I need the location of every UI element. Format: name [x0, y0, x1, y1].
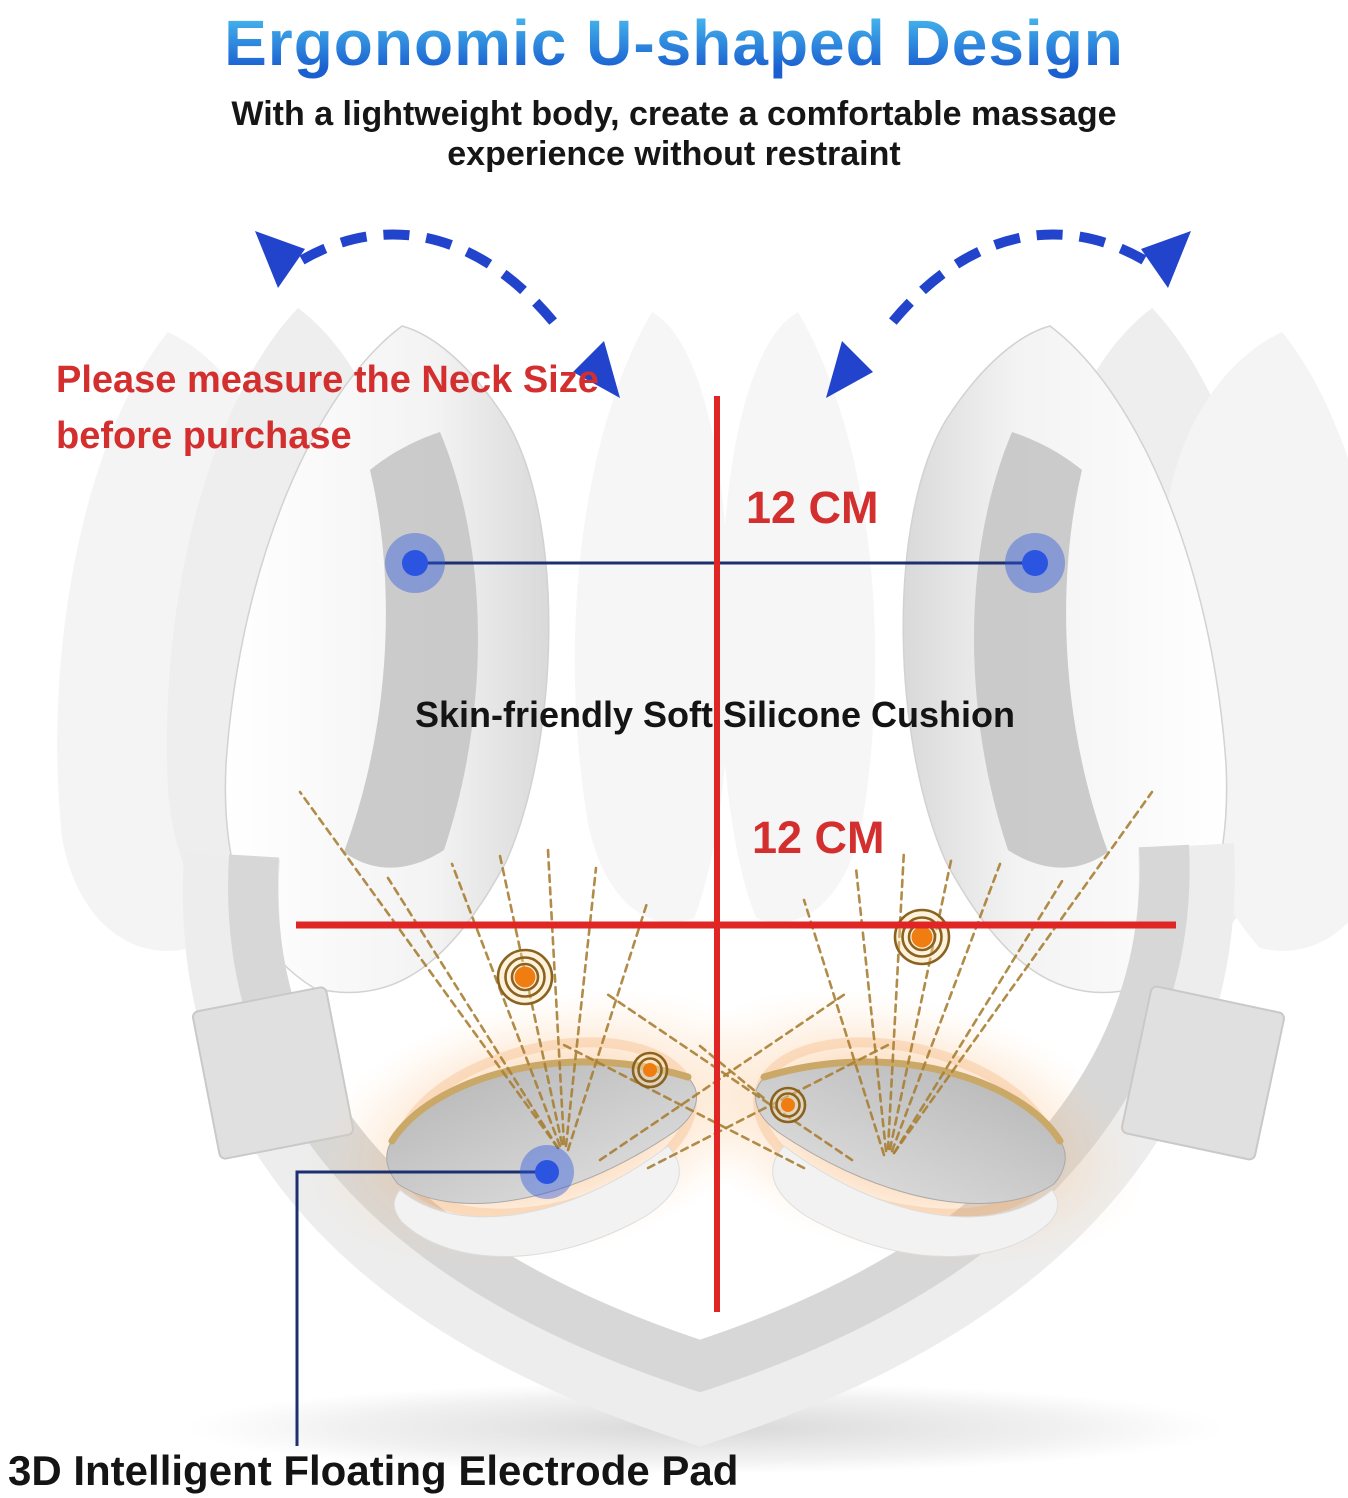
- main-arm-right: [902, 325, 1228, 994]
- hinge-left: [191, 986, 355, 1160]
- page-title: Ergonomic U-shaped Design: [0, 6, 1348, 80]
- electrode-pad-label: 3D Intelligent Floating Electrode Pad: [8, 1447, 739, 1494]
- massage-rays: [298, 790, 1154, 1170]
- silicone-cushion-label: Skin-friendly Soft Silicone Cushion: [414, 694, 1016, 735]
- measure-note-line-2: before purchase: [56, 415, 352, 457]
- pulse-target-right-large: [893, 908, 951, 966]
- electrode-pad-left: [386, 1058, 698, 1257]
- arrowhead-icon: [826, 341, 873, 398]
- arrowhead-icon: [255, 231, 305, 288]
- width-measure-line: [385, 533, 1065, 593]
- electrode-connector: [295, 1145, 574, 1446]
- pulse-target-center-right: [769, 1086, 807, 1124]
- pulse-target-left-large: [496, 948, 554, 1006]
- flex-arrow-right: [826, 229, 1191, 398]
- flex-arrow-left: [255, 229, 620, 398]
- measurement-crosshair: [296, 396, 1176, 1312]
- electrode-pad-right: [754, 1058, 1066, 1257]
- subtitle-line-2: experience without restraint: [447, 135, 901, 173]
- cushion-strip-right: [974, 432, 1108, 868]
- measure-note-line-1: Please measure the Neck Size: [56, 359, 599, 401]
- arrowhead-icon: [1141, 231, 1191, 288]
- page-subtitle: With a lightweight body, create a comfor…: [0, 94, 1348, 174]
- bottom-measurement-label: 12 CM: [752, 812, 885, 863]
- subtitle-line-1: With a lightweight body, create a comfor…: [231, 95, 1117, 133]
- cushion-strip-left: [344, 432, 478, 868]
- top-measurement-label: 12 CM: [746, 482, 879, 533]
- hinge-right: [1121, 985, 1285, 1161]
- main-arm-left: [224, 325, 550, 994]
- measure-neck-note: Please measure the Neck Size before purc…: [56, 352, 599, 464]
- arrowhead-icon: [573, 341, 620, 398]
- pulse-target-center-left: [631, 1051, 669, 1089]
